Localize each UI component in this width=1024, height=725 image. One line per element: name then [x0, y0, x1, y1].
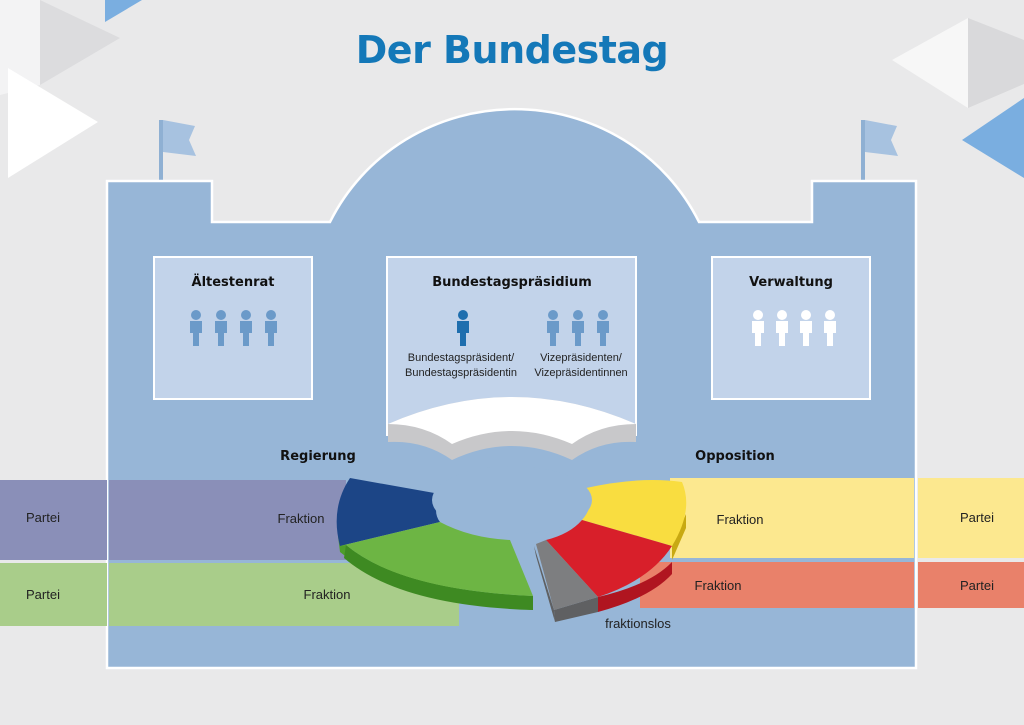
parliament-ring-sides: [338, 514, 686, 622]
band-left-top-fraktion: [109, 480, 346, 560]
president-label: Bundestagspräsident/ Bundestagspräsident…: [405, 351, 517, 381]
vice-label-line2: Vizepräsidentinnen: [534, 367, 628, 379]
verwaltung-title: Verwaltung: [749, 275, 833, 290]
band-right-bottom-fraktion: [640, 562, 914, 608]
right-bottom-fraktion-label: Fraktion: [694, 578, 742, 593]
right-bottom-partei-label: Partei: [960, 578, 994, 593]
band-right-bottom-partei: [918, 562, 1024, 608]
right-top-partei-label: Partei: [960, 510, 994, 525]
left-bottom-partei-label: Partei: [26, 587, 60, 602]
left-bottom-fraktion-label: Fraktion: [303, 587, 351, 602]
rostrum: [388, 397, 636, 460]
regierung-label: Regierung: [280, 449, 356, 464]
band-left-top-partei: [0, 480, 107, 560]
page-title: Der Bundestag: [355, 28, 669, 72]
ring-center: [432, 466, 592, 534]
background-triangles: [0, 0, 1024, 178]
fraktionslos-label: fraktionslos: [605, 616, 671, 631]
vice-label-line1: Vizepräsidenten/: [540, 352, 622, 364]
band-right-top-fraktion: [670, 478, 914, 558]
verwaltung-box: [711, 256, 871, 400]
right-top-fraktion-label: Fraktion: [716, 512, 764, 527]
flag-right: [861, 120, 898, 182]
segment-blue: [336, 478, 440, 546]
band-left-bottom-partei: [0, 563, 107, 626]
aeltestenrat-title: Ältestenrat: [191, 275, 275, 290]
band-right-top-partei: [918, 478, 1024, 558]
president-label-line2: Bundestagspräsidentin: [405, 367, 517, 379]
flag-left: [159, 120, 196, 182]
vice-president-label: Vizepräsidenten/ Vizepräsidentinnen: [534, 351, 627, 381]
left-top-fraktion-label: Fraktion: [277, 511, 325, 526]
segment-gray: [536, 540, 598, 610]
left-top-partei-label: Partei: [26, 510, 60, 525]
praesidium-title: Bundestagspräsidium: [432, 275, 592, 290]
president-label-line1: Bundestagspräsident/: [407, 352, 515, 364]
segment-red: [546, 520, 672, 597]
aeltestenrat-box: [153, 256, 313, 400]
segment-yellow: [582, 480, 687, 546]
segment-green: [340, 522, 533, 596]
opposition-label: Opposition: [695, 449, 775, 464]
